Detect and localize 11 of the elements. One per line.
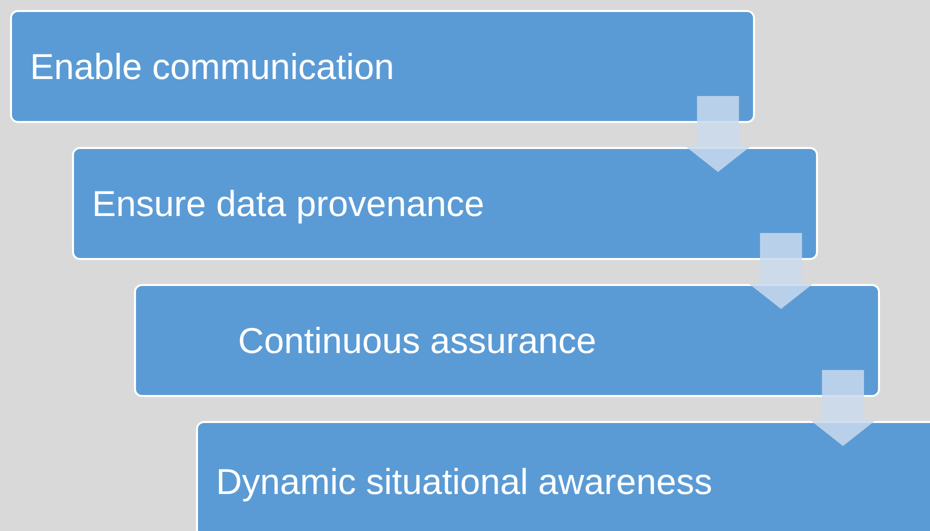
- step-label: Dynamic situational awareness: [216, 460, 712, 504]
- step-box: [10, 10, 755, 123]
- step-box: [196, 421, 930, 531]
- step-box: [134, 284, 880, 397]
- down-arrow: [748, 233, 814, 309]
- step-box: [72, 147, 818, 260]
- down-arrow: [685, 96, 751, 172]
- step-label: Enable communication: [30, 45, 394, 89]
- step-label: Ensure data provenance: [92, 182, 484, 226]
- step-label: Continuous assurance: [238, 319, 596, 363]
- down-arrow: [810, 370, 876, 446]
